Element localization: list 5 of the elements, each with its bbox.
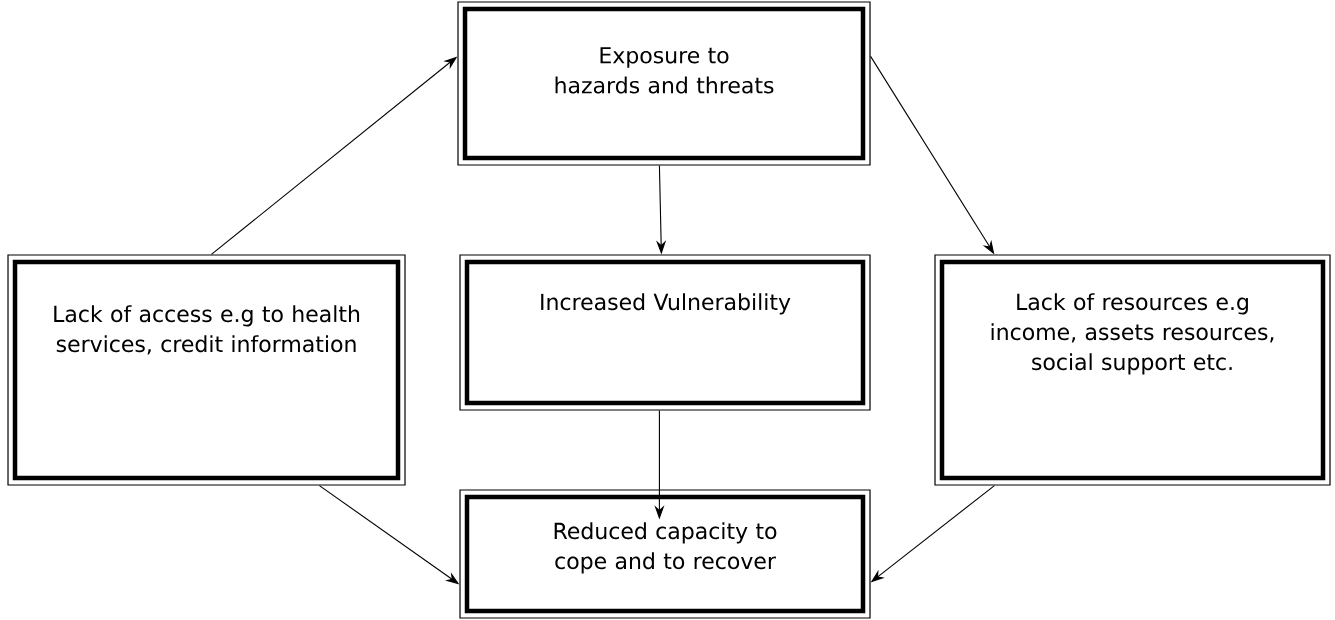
box: Lack of resources e.g income, assets resources, social support etc.	[934, 254, 1331, 486]
box: Increased Vulnerability	[459, 254, 871, 411]
box: Lack of access e.g to health services, credit information	[7, 254, 406, 486]
box: Reduced capacity to cope and to recover	[459, 489, 871, 619]
box: Exposure to hazards and threats	[457, 1, 871, 166]
